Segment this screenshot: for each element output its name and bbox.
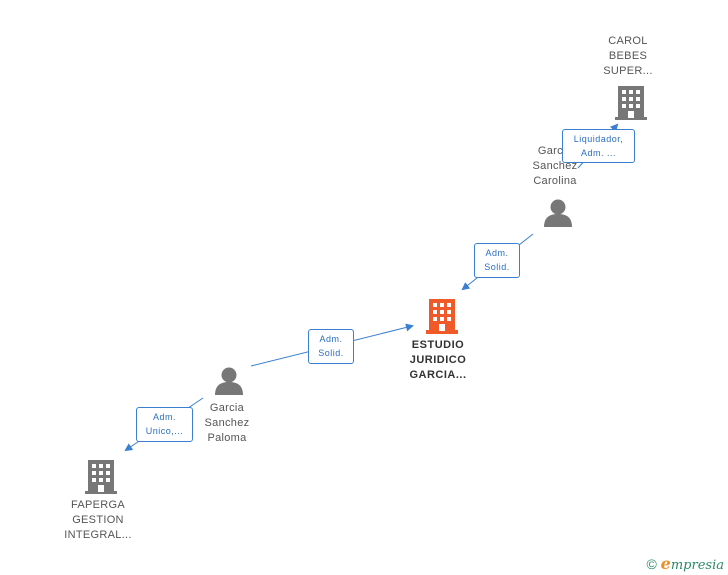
person-icon[interactable] bbox=[543, 199, 573, 227]
edge-label-adm-unico[interactable]: Adm. Unico,... bbox=[136, 407, 193, 442]
copyright-icon: © bbox=[646, 556, 657, 572]
node-label-carol-bebes[interactable]: CAROL BEBES SUPER... bbox=[603, 35, 653, 77]
node-label-faperga[interactable]: FAPERGA GESTION INTEGRAL... bbox=[64, 499, 132, 541]
building-icon-main[interactable] bbox=[426, 299, 458, 334]
building-icon[interactable] bbox=[85, 460, 117, 494]
edge-label-liquidador[interactable]: Liquidador, Adm. ... bbox=[562, 129, 635, 163]
edge-label-adm-solid-upper[interactable]: Adm. Solid. bbox=[474, 243, 520, 278]
edge-label-adm-solid-lower[interactable]: Adm. Solid. bbox=[308, 329, 354, 364]
node-label-estudio-juridico[interactable]: ESTUDIO JURIDICO GARCIA... bbox=[409, 339, 467, 381]
brand-footer: © empresia bbox=[646, 554, 724, 573]
person-icon[interactable] bbox=[214, 367, 244, 395]
building-icon[interactable] bbox=[615, 86, 647, 120]
node-label-garcia-paloma[interactable]: Garcia Sanchez Paloma bbox=[204, 402, 250, 444]
brand-logo: empresia bbox=[660, 554, 724, 573]
